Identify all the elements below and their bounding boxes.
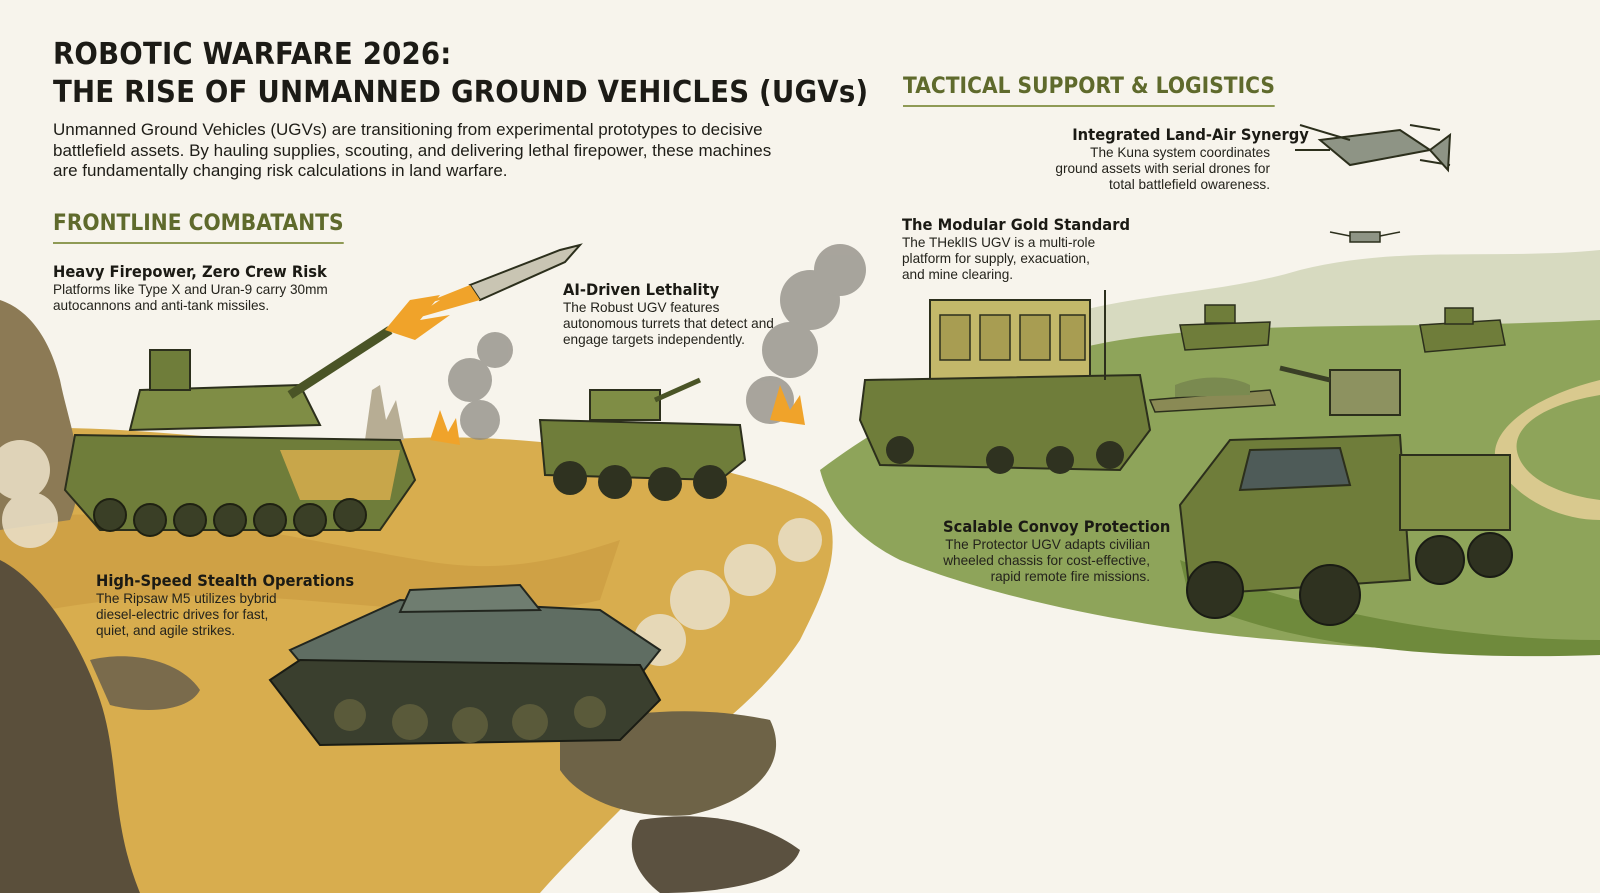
callout-heading: Heavy Firepower, Zero Crew Risk: [53, 262, 327, 281]
ruined-building: [365, 385, 404, 440]
section-frontline-combatants: FRONTLINE COMBATANTS: [53, 211, 344, 244]
callout-text: The Ripsaw M5 utilizes bybrid diesel-ele…: [96, 591, 277, 638]
dirt-road: [1494, 380, 1600, 520]
dust-trail: [0, 440, 822, 666]
quadcopter-drone-icon: [1329, 231, 1401, 243]
callout-convoy-protection: Scalable Convoy Protection The Protector…: [925, 517, 1171, 585]
page-title-line-2: THE RISE OF UNMANNED GROUND VEHICLES (UG…: [53, 75, 869, 110]
callout-land-air-synergy: Integrated Land-Air Synergy The Kuna sys…: [1055, 125, 1309, 193]
callout-modular-gold-standard: The Modular Gold Standard The THeklIS UG…: [902, 215, 1130, 283]
callout-heading: AI-Driven Lethality: [563, 280, 720, 299]
foreground-rock: [0, 560, 140, 893]
callout-text: Platforms like Type X and Uran-9 carry 3…: [53, 282, 328, 313]
callout-text: The Robust UGV features autonomous turre…: [563, 300, 774, 347]
rock: [631, 816, 800, 893]
callout-heading: The Modular Gold Standard: [902, 215, 1130, 234]
callout-heading: Integrated Land-Air Synergy: [1072, 125, 1309, 144]
cargo-ugv-icon: [858, 290, 1277, 474]
callout-text: The THeklIS UGV is a multi-role platform…: [902, 235, 1096, 282]
callout-stealth-operations: High-Speed Stealth Operations The Ripsaw…: [96, 571, 355, 639]
quadcopter-drone-icon: [1295, 124, 1452, 173]
missile-icon: [410, 243, 583, 320]
grass-shadow: [1180, 560, 1600, 657]
section-tactical-support: TACTICAL SUPPORT & LOGISTICS: [903, 74, 1275, 107]
heavy-tank-icon: [63, 326, 417, 537]
tracked-stealth-ugv-icon: [268, 583, 662, 747]
callout-heading: Scalable Convoy Protection: [943, 517, 1171, 536]
fire: [430, 385, 805, 445]
page-title: ROBOTIC WARFARE 2026: THE RISE OF UNMANN…: [53, 36, 868, 112]
distant-ugv-icons: [1179, 304, 1506, 353]
wheeled-ugv-icon: [538, 377, 747, 501]
rock: [90, 656, 200, 710]
armored-truck-icon: [1178, 365, 1513, 626]
callout-ai-lethality: AI-Driven Lethality The Robust UGV featu…: [563, 280, 793, 348]
callout-heavy-firepower: Heavy Firepower, Zero Crew Risk Platform…: [53, 262, 343, 314]
callout-heading: High-Speed Stealth Operations: [96, 571, 355, 590]
callout-text: The Protector UGV adapts civilian wheele…: [943, 537, 1150, 584]
smoke-plumes: [448, 244, 866, 440]
callout-text: The Kuna system coordinates ground asset…: [1055, 145, 1270, 192]
intro-paragraph: Unmanned Ground Vehicles (UGVs) are tran…: [53, 120, 772, 180]
page-title-line-1: ROBOTIC WARFARE 2026:: [53, 37, 452, 72]
